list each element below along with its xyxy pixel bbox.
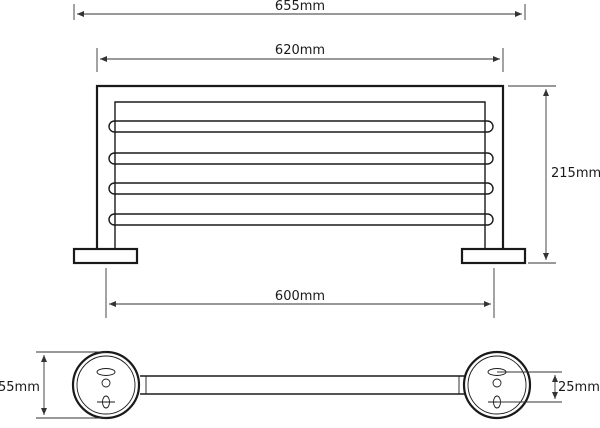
connecting-bar [140,375,465,395]
dimension-hole-spacing: 25mm [497,371,600,403]
top-view: 55mm 25mm [0,350,600,420]
dimension-overall-width: 655mm [73,0,526,20]
dimension-mount-diameter: 55mm [0,351,106,419]
label-height: 215mm [551,166,600,181]
dimension-rack-width: 620mm [96,43,504,72]
label-rack-width: 620mm [275,43,325,58]
label-overall-width: 655mm [275,0,325,14]
towel-bar-1 [108,120,494,133]
towel-bar-3 [108,182,494,195]
dimension-base-span: 600mm [105,268,495,318]
screw-hole-icon [96,368,116,409]
label-mount-diameter: 55mm [0,380,40,395]
towel-bars [108,120,494,226]
label-hole-spacing: 25mm [558,380,600,395]
towel-bar-4 [108,213,494,226]
front-view: 655mm 620mm 600mm 215mm [72,0,600,318]
mount-plate-right [460,247,527,265]
towel-bar-2 [108,152,494,165]
dimension-height: 215mm [508,85,600,264]
mount-plate-left [72,247,139,265]
outer-frame [95,84,505,249]
label-base-span: 600mm [275,289,325,304]
mount-rosette-right [462,350,532,420]
mount-rosette-left [71,350,141,420]
